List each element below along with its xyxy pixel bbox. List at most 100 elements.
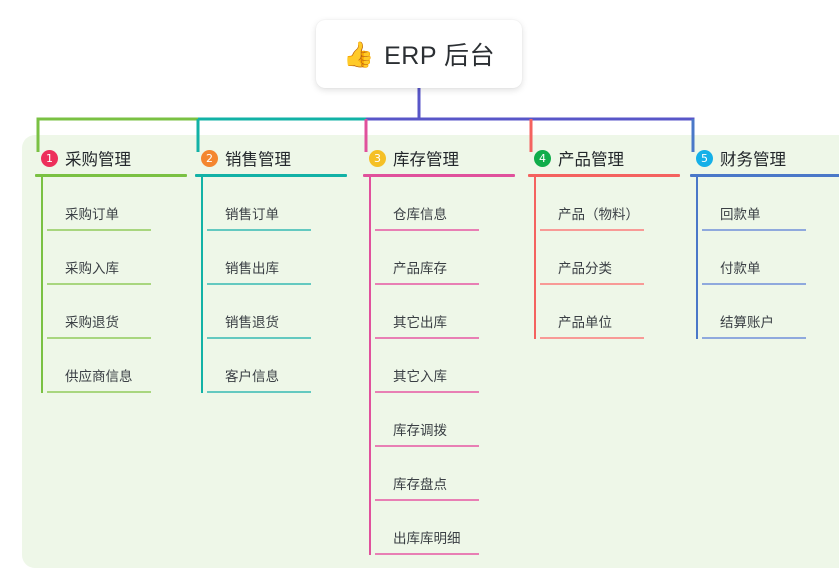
- leaf-item[interactable]: 采购入库: [41, 231, 187, 285]
- leaf-item[interactable]: 回款单: [696, 177, 839, 231]
- column-2: 2 销售管理销售订单销售出库销售退货客户信息: [195, 146, 347, 393]
- column-items: 采购订单采购入库采购退货供应商信息: [35, 177, 187, 393]
- column-4: 4 产品管理产品（物料） 产品分类产品单位: [528, 146, 680, 339]
- leaf-label: 产品库存: [393, 261, 447, 276]
- leaf-label: 库存调拨: [393, 423, 447, 438]
- leaf-label: 采购订单: [65, 207, 119, 222]
- column-underline: [195, 174, 347, 177]
- column-items: 回款单付款单结算账户: [690, 177, 839, 339]
- leaf-item[interactable]: 销售出库: [201, 231, 347, 285]
- leaf-underline: [702, 229, 806, 231]
- leaf-label: 其它入库: [393, 369, 447, 384]
- leaf-item[interactable]: 产品分类: [534, 231, 680, 285]
- column-header-5[interactable]: 5 财务管理: [690, 146, 839, 170]
- leaf-underline: [540, 283, 644, 285]
- column-items: 销售订单销售出库销售退货客户信息: [195, 177, 347, 393]
- leaf-underline: [375, 337, 479, 339]
- column-spine: [696, 177, 698, 339]
- diagram-panel: [22, 135, 839, 568]
- leaf-item[interactable]: 库存调拨: [369, 393, 515, 447]
- leaf-label: 销售出库: [225, 261, 279, 276]
- leaf-item[interactable]: 付款单: [696, 231, 839, 285]
- thumbs-up-icon: 👍: [342, 39, 375, 69]
- leaf-label: 其它出库: [393, 315, 447, 330]
- leaf-underline: [47, 229, 151, 231]
- leaf-underline: [540, 229, 644, 231]
- leaf-label: 仓库信息: [393, 207, 447, 222]
- leaf-underline: [207, 337, 311, 339]
- leaf-underline: [375, 445, 479, 447]
- leaf-item[interactable]: 销售订单: [201, 177, 347, 231]
- column-title: 财务管理: [720, 151, 786, 169]
- column-items: 仓库信息产品库存其它出库其它入库库存调拨库存盘点出库库明细: [363, 177, 515, 555]
- column-title: 采购管理: [65, 151, 131, 169]
- root-title: ERP 后台: [384, 42, 496, 70]
- leaf-underline: [702, 283, 806, 285]
- leaf-underline: [375, 499, 479, 501]
- column-header-3[interactable]: 3 库存管理: [363, 146, 515, 170]
- leaf-label: 产品分类: [558, 261, 612, 276]
- leaf-label: 付款单: [720, 261, 761, 276]
- leaf-label: 销售退货: [225, 315, 279, 330]
- column-spine: [369, 177, 371, 555]
- leaf-underline: [375, 553, 479, 555]
- column-header-2[interactable]: 2 销售管理: [195, 146, 347, 170]
- leaf-label: 客户信息: [225, 369, 279, 384]
- leaf-item[interactable]: 产品（物料）: [534, 177, 680, 231]
- leaf-label: 回款单: [720, 207, 761, 222]
- leaf-item[interactable]: 客户信息: [201, 339, 347, 393]
- column-badge-1: 1: [41, 149, 58, 167]
- column-title: 产品管理: [558, 151, 624, 169]
- leaf-underline: [47, 337, 151, 339]
- leaf-item[interactable]: 其它出库: [369, 285, 515, 339]
- leaf-underline: [375, 283, 479, 285]
- column-badge-5: 5: [696, 149, 713, 167]
- leaf-item[interactable]: 采购退货: [41, 285, 187, 339]
- leaf-item[interactable]: 仓库信息: [369, 177, 515, 231]
- leaf-label: 库存盘点: [393, 477, 447, 492]
- column-title: 销售管理: [225, 151, 291, 169]
- leaf-underline: [375, 229, 479, 231]
- leaf-item[interactable]: 结算账户: [696, 285, 839, 339]
- column-spine: [534, 177, 536, 339]
- column-badge-4: 4: [534, 149, 551, 167]
- leaf-label: 采购入库: [65, 261, 119, 276]
- leaf-item[interactable]: 产品库存: [369, 231, 515, 285]
- leaf-label: 供应商信息: [65, 369, 133, 384]
- leaf-underline: [207, 283, 311, 285]
- leaf-item[interactable]: 出库库明细: [369, 501, 515, 555]
- leaf-underline: [207, 391, 311, 393]
- leaf-item[interactable]: 销售退货: [201, 285, 347, 339]
- column-title: 库存管理: [393, 151, 459, 169]
- leaf-label: 采购退货: [65, 315, 119, 330]
- column-badge-2: 2: [201, 149, 218, 167]
- leaf-underline: [47, 283, 151, 285]
- leaf-item[interactable]: 其它入库: [369, 339, 515, 393]
- leaf-item[interactable]: 库存盘点: [369, 447, 515, 501]
- leaf-underline: [540, 337, 644, 339]
- leaf-label: 产品单位: [558, 315, 612, 330]
- column-underline: [528, 174, 680, 177]
- leaf-label: 出库库明细: [393, 531, 461, 546]
- leaf-item[interactable]: 产品单位: [534, 285, 680, 339]
- leaf-label: 销售订单: [225, 207, 279, 222]
- column-5: 5 财务管理回款单付款单结算账户: [690, 146, 839, 339]
- column-3: 3 库存管理仓库信息产品库存其它出库其它入库库存调拨库存盘点出库库明细: [363, 146, 515, 555]
- column-underline: [363, 174, 515, 177]
- column-spine: [201, 177, 203, 393]
- leaf-item[interactable]: 采购订单: [41, 177, 187, 231]
- column-badge-3: 3: [369, 149, 386, 167]
- leaf-item[interactable]: 供应商信息: [41, 339, 187, 393]
- leaf-underline: [47, 391, 151, 393]
- column-items: 产品（物料） 产品分类产品单位: [528, 177, 680, 339]
- column-spine: [41, 177, 43, 393]
- leaf-label: 结算账户: [720, 315, 774, 330]
- leaf-label: 产品（物料）: [558, 207, 639, 222]
- root-node[interactable]: 👍 ERP 后台: [316, 20, 522, 88]
- column-underline: [35, 174, 187, 177]
- leaf-underline: [702, 337, 806, 339]
- column-header-4[interactable]: 4 产品管理: [528, 146, 680, 170]
- column-header-1[interactable]: 1 采购管理: [35, 146, 187, 170]
- leaf-underline: [207, 229, 311, 231]
